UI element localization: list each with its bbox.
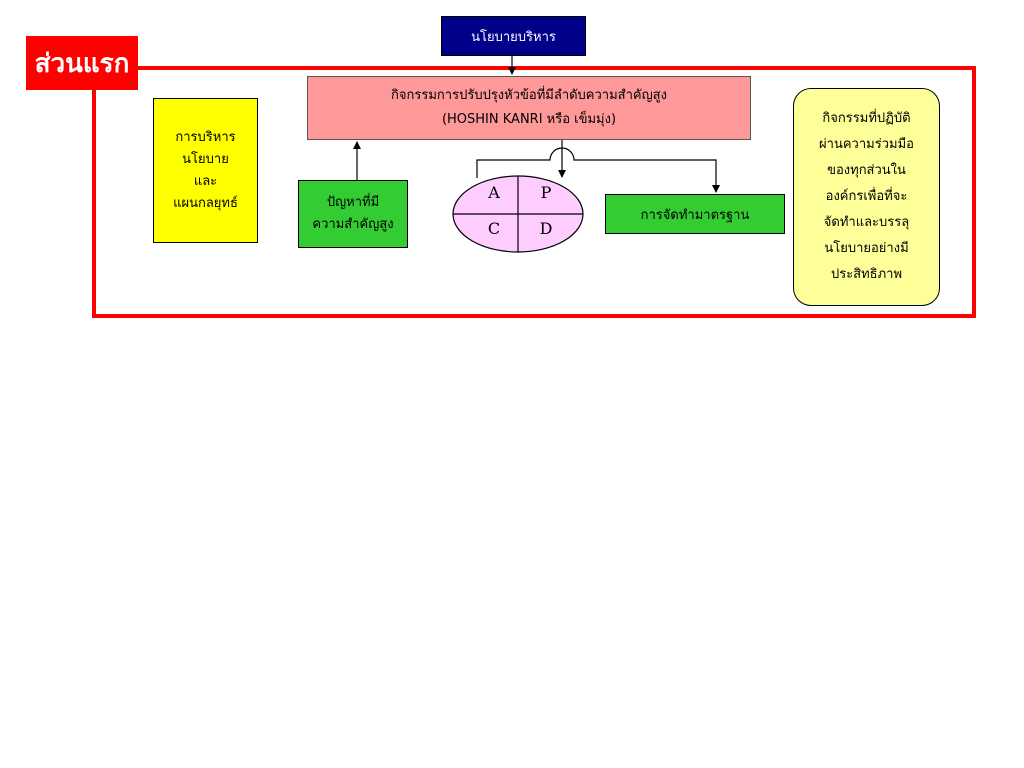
activity-line: ผ่านความร่วมมือ bbox=[819, 137, 914, 152]
section-frame bbox=[92, 66, 976, 318]
activity-line: ประสิทธิภาพ bbox=[830, 267, 903, 282]
activity-line: กิจกรรมที่ปฏิบัติ bbox=[822, 111, 911, 126]
section-label: ส่วนแรก bbox=[26, 36, 138, 90]
collaborative-activity-box: กิจกรรมที่ปฏิบัติ ผ่านความร่วมมือ ของทุก… bbox=[793, 88, 940, 306]
activity-line: จัดทำและบรรลุ bbox=[823, 215, 910, 230]
problem-line: ความสำคัญสูง bbox=[312, 217, 394, 232]
high-priority-problem-box: ปัญหาที่มี ความสำคัญสูง bbox=[298, 180, 408, 248]
activity-line: นโยบายอย่างมี bbox=[824, 241, 909, 256]
management-line: แผนกลยุทธ์ bbox=[173, 195, 238, 211]
hoshin-line-1: กิจกรรมการปรับปรุงหัวข้อที่มีลำดับความสำ… bbox=[391, 88, 667, 103]
policy-box: นโยบายบริหาร bbox=[441, 16, 586, 56]
management-line: และ bbox=[193, 173, 218, 189]
activity-line: ของทุกส่วนใน bbox=[827, 163, 906, 178]
standardization-box: การจัดทำมาตรฐาน bbox=[605, 194, 785, 234]
management-box: การบริหาร นโยบาย และ แผนกลยุทธ์ bbox=[153, 98, 258, 243]
activity-line: องค์กรเพื่อที่จะ bbox=[825, 189, 908, 204]
hoshin-kanri-box: กิจกรรมการปรับปรุงหัวข้อที่มีลำดับความสำ… bbox=[307, 76, 751, 140]
hoshin-line-2: (HOSHIN KANRI หรือ เข็มมุ่ง) bbox=[441, 112, 617, 127]
management-line: การบริหาร bbox=[175, 129, 236, 145]
management-line: นโยบาย bbox=[182, 151, 229, 167]
problem-line: ปัญหาที่มี bbox=[326, 195, 380, 210]
